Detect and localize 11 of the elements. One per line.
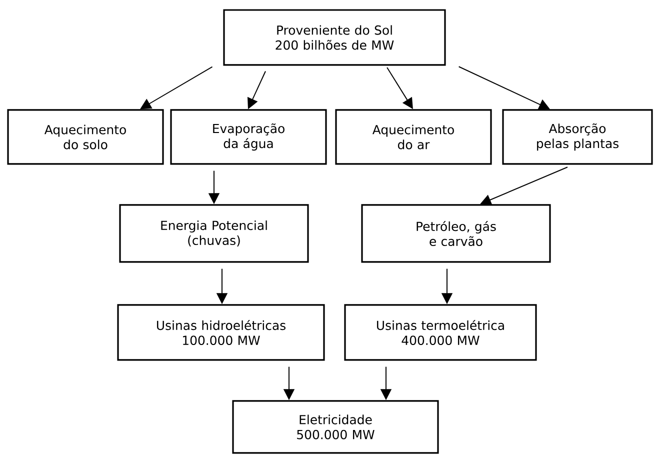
process-box: Energia Potencial (chuvas) — [119, 204, 309, 263]
arrow — [140, 66, 213, 110]
process-box: Usinas hidroelétricas 100.000 MW — [117, 304, 325, 361]
process-box: Absorção pelas plantas — [502, 109, 653, 165]
process-box: Usinas termoelétrica 400.000 MW — [344, 304, 537, 361]
process-box: Eletricidade 500.000 MW — [232, 400, 439, 454]
process-box: Evaporação da água — [170, 109, 327, 165]
process-box: Proveniente do Sol 200 bilhões de MW — [223, 9, 446, 66]
process-box: Aquecimento do ar — [335, 109, 492, 165]
process-box: Petróleo, gás e carvão — [361, 204, 551, 263]
process-box: Aquecimento do solo — [7, 109, 164, 165]
